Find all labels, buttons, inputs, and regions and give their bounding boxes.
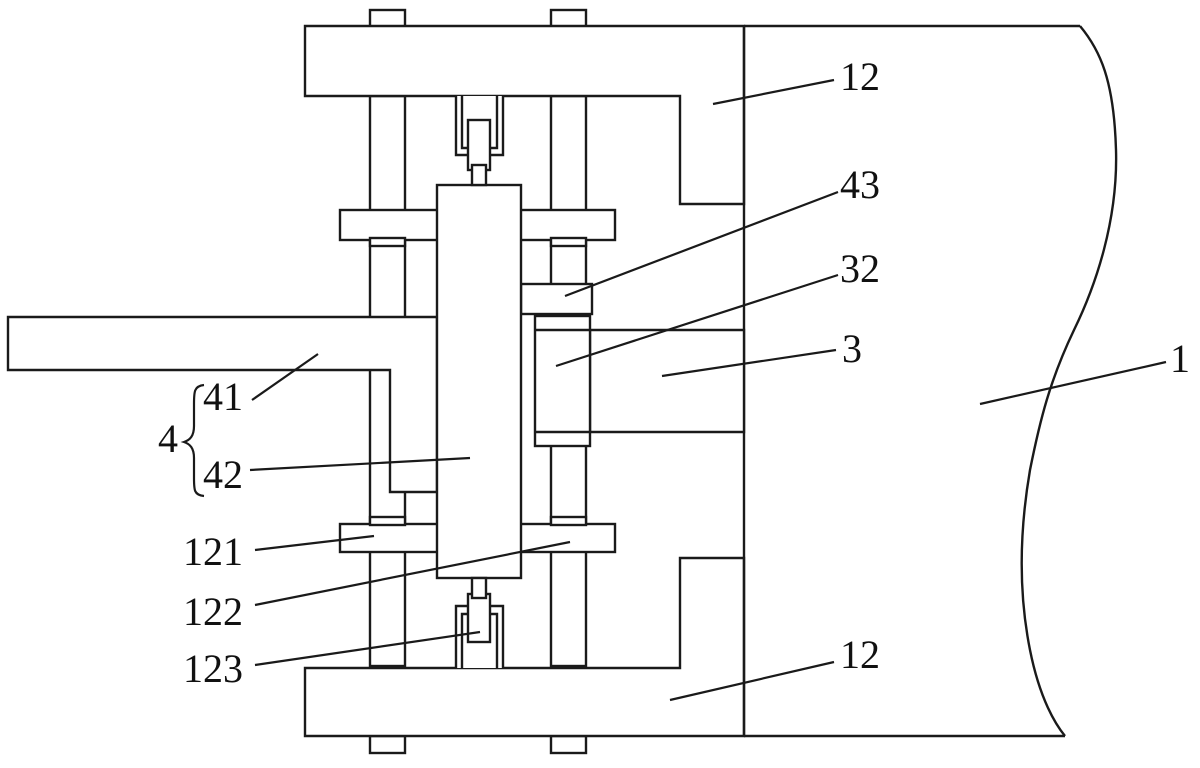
label-123: 123 [183, 646, 243, 691]
label-12-bottom: 12 [840, 632, 880, 677]
top-bolt-head-right [549, 8, 588, 29]
lower-nut-left [368, 515, 407, 527]
leader-43 [564, 190, 839, 298]
upper-screw [454, 96, 505, 187]
leader-1 [979, 360, 1167, 406]
upper-nut-left [368, 236, 407, 248]
leader-123 [254, 630, 481, 667]
leader-12-bottom [669, 660, 835, 702]
label-42: 42 [203, 452, 243, 497]
lower-nut-right [549, 515, 588, 527]
label-122: 122 [183, 589, 243, 634]
label-4: 4 [158, 416, 178, 461]
body-block-1 [744, 24, 1118, 738]
label-41: 41 [203, 374, 243, 419]
group-4-brace [180, 383, 205, 498]
slider-42 [435, 183, 523, 580]
top-bolt-head-left [368, 8, 407, 29]
plate-32 [533, 314, 592, 448]
label-1: 1 [1170, 336, 1190, 381]
leader-42 [249, 456, 471, 472]
leader-41 [251, 353, 319, 401]
body-break-line [1020, 25, 1118, 737]
block-43 [519, 282, 594, 316]
label-32: 32 [840, 246, 880, 291]
leader-122 [254, 540, 571, 607]
bottom-bolt-head-right [549, 734, 588, 755]
upper-nut-right [549, 236, 588, 248]
leader-3 [661, 348, 837, 378]
label-3: 3 [842, 326, 862, 371]
leader-121 [254, 534, 375, 552]
label-121: 121 [183, 529, 243, 574]
leader-12-top [712, 78, 835, 106]
block-3 [588, 328, 746, 434]
lower-screw-123 [454, 576, 505, 668]
label-12-top: 12 [840, 54, 880, 99]
bottom-bolt-head-left [368, 734, 407, 755]
label-43: 43 [840, 162, 880, 207]
leader-32 [555, 273, 839, 368]
